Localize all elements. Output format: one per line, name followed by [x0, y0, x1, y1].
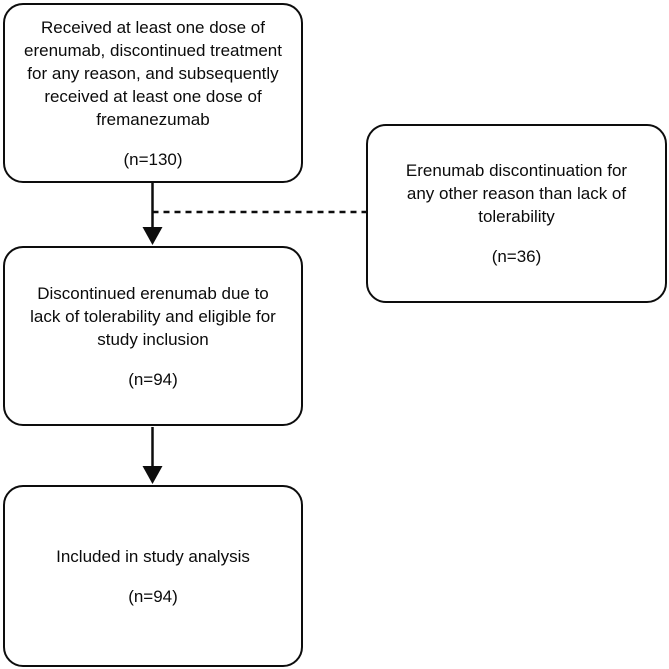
flow-box-eligible-count: (n=94) [128, 369, 178, 389]
flow-box-eligible: Discontinued erenumab due to lack of tol… [3, 246, 303, 426]
flow-box-cohort-count: (n=130) [123, 149, 183, 169]
flow-box-excluded-text: Erenumab discontinuation for any other r… [405, 161, 628, 226]
flow-box-excluded-count: (n=36) [491, 247, 542, 266]
flow-box-cohort-text: Received at least one dose of erenumab, … [24, 17, 282, 129]
flow-box-excluded: Erenumab discontinuation for any other r… [366, 124, 667, 303]
flow-box-analysis-count: (n=94) [128, 586, 178, 606]
arrow-cohort-to-eligible [142, 183, 163, 245]
flow-box-analysis: Included in study analysis (n=94) [3, 485, 303, 667]
flow-box-cohort: Received at least one dose of erenumab, … [3, 3, 303, 183]
flow-box-analysis-text: Included in study analysis [56, 546, 250, 566]
arrow-eligible-to-analysis [142, 427, 163, 484]
flow-box-eligible-text: Discontinued erenumab due to lack of tol… [30, 283, 276, 349]
